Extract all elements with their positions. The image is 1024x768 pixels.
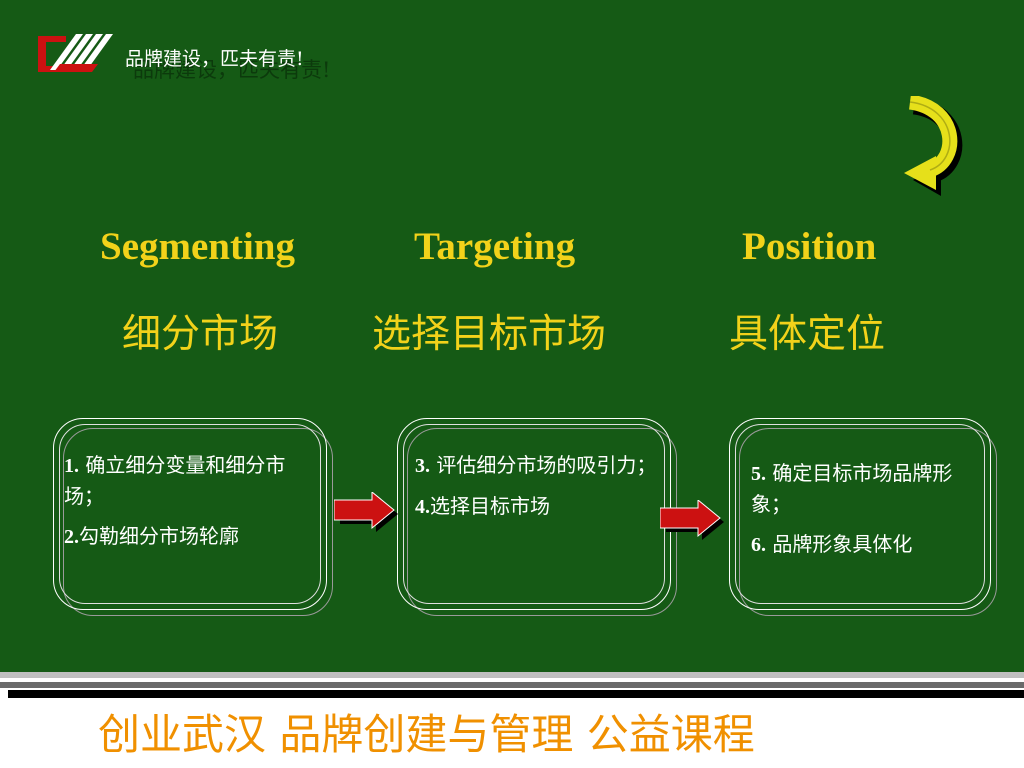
right-arrow-icon — [334, 492, 398, 532]
step-box-position: 5. 确定目标市场品牌形象； 6. 品牌形象具体化 — [729, 418, 997, 616]
step-item: 5. 确定目标市场品牌形象； — [751, 461, 953, 516]
step-item: 3. 评估细分市场的吸引力； — [415, 453, 657, 477]
step-list: 3. 评估细分市场的吸引力； 4.选择目标市场 — [415, 450, 667, 532]
step-box-segmenting: 1. 确立细分变量和细分市场； 2.勾勒细分市场轮廓 — [53, 418, 333, 616]
step-item: 1. 确立细分变量和细分市场； — [64, 453, 286, 508]
divider-black — [8, 690, 1024, 698]
stage-title-targeting: Targeting — [414, 225, 576, 268]
slogan-shadow: 品牌建设，匹夫有责! — [133, 58, 331, 82]
u-turn-arrow-icon — [904, 96, 963, 196]
stage-title-segmenting: Segmenting — [100, 225, 295, 268]
footer-caption: 创业武汉 品牌创建与管理 公益课程 — [98, 710, 755, 759]
step-list: 1. 确立细分变量和细分市场； 2.勾勒细分市场轮廓 — [64, 450, 323, 562]
right-arrow-icon — [660, 500, 724, 540]
divider-light — [0, 672, 1024, 678]
stage-subtitle-segmenting: 细分市场 — [122, 312, 279, 357]
step-box-targeting: 3. 评估细分市场的吸引力； 4.选择目标市场 — [397, 418, 677, 616]
step-item: 2.勾勒细分市场轮廓 — [64, 524, 239, 548]
step-item: 6. 品牌形象具体化 — [751, 532, 913, 556]
stage-subtitle-targeting: 选择目标市场 — [372, 312, 607, 357]
slide: 品牌建设，匹夫有责! 品牌建设，匹夫有责! Segmenting Targeti… — [0, 0, 1024, 672]
stage-title-position: Position — [742, 225, 877, 268]
divider-gray — [0, 682, 1024, 688]
step-item: 4.选择目标市场 — [415, 494, 550, 518]
stage-subtitle-position: 具体定位 — [729, 312, 886, 357]
step-list: 5. 确定目标市场品牌形象； 6. 品牌形象具体化 — [751, 458, 987, 570]
slogan: 品牌建设，匹夫有责! — [125, 48, 304, 70]
brand-logo-icon — [38, 34, 113, 72]
